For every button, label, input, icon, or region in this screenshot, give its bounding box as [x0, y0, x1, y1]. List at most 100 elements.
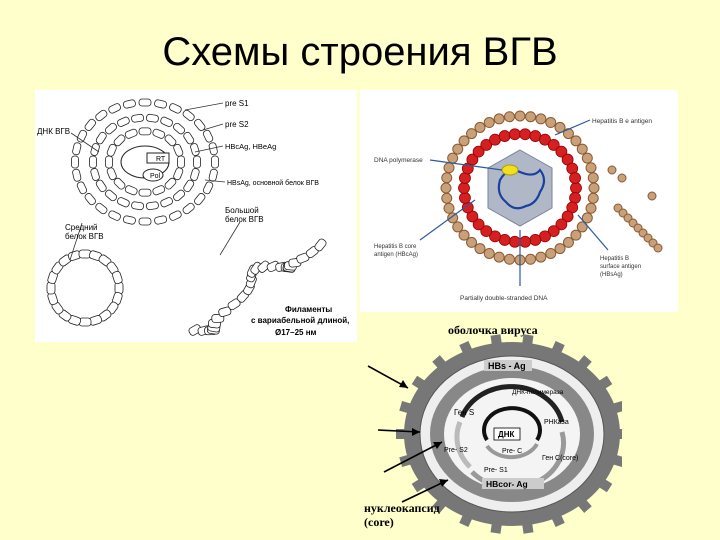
label-dna-polymerase-ru: ДНК-полимераза — [512, 389, 564, 396]
label-hbeag: Hepatitis B e antigen — [592, 118, 652, 125]
free-hbsag-particles — [607, 165, 663, 253]
label-envelope: оболочка вируса — [448, 323, 538, 337]
hbsag-bead — [441, 172, 453, 184]
protein-subunit — [84, 118, 96, 131]
dna-polymerase-dot — [501, 164, 519, 176]
surface-antigen-shell — [440, 110, 600, 266]
hbsag-bead — [493, 113, 505, 125]
label-pre-s2-ru: Pre- S2 — [444, 447, 468, 454]
protein-subunit — [89, 155, 97, 169]
protein-subunit — [182, 202, 195, 215]
hbsag-bead — [441, 192, 453, 204]
hbsag-bead — [474, 121, 486, 133]
protein-subunit — [138, 98, 152, 107]
hbsag-bead — [466, 236, 478, 248]
hbcag-bead — [569, 172, 581, 184]
hbsag-bead — [458, 229, 470, 241]
label-pre-s1: pre S1 — [225, 99, 249, 108]
protein-subunit — [194, 193, 206, 206]
envelope-spike — [459, 508, 476, 528]
envelope-spike — [399, 401, 418, 416]
ring-subunit — [112, 270, 123, 285]
label-pol: Pol — [150, 173, 161, 180]
filament-bead — [653, 243, 663, 253]
label-partial-dna: Partially double-stranded DNA — [460, 295, 548, 302]
hbsag-bead — [458, 135, 470, 147]
protein-subunit — [95, 131, 107, 145]
protein-subunit — [152, 185, 166, 196]
label-large-protein-2: белок ВГВ — [225, 215, 264, 224]
envelope-spike — [432, 494, 451, 513]
protein-subunit — [183, 131, 195, 145]
hbcag-bead — [547, 139, 560, 151]
protein-subunit — [202, 181, 214, 195]
protein-subunit — [72, 168, 82, 182]
hbcag-bead — [555, 218, 568, 231]
envelope-spike — [606, 452, 622, 467]
protein-subunit — [138, 188, 152, 197]
envelope-spike — [490, 334, 503, 352]
label-middle-protein-2: белок ВГВ — [65, 232, 104, 241]
hbcag-bead — [498, 130, 511, 142]
protein-subunit — [177, 155, 185, 169]
slide-title: Схемы строения ВГВ — [162, 30, 558, 74]
protein-subunit — [160, 197, 173, 208]
protein-subunit — [208, 168, 218, 182]
hbsag-bead — [493, 251, 505, 263]
protein-subunit — [145, 113, 159, 123]
hbcag-bead — [472, 145, 485, 158]
pol-ellipse — [142, 168, 164, 182]
label-gene-s: Ген S — [454, 408, 474, 417]
protein-subunit — [117, 116, 130, 127]
protein-subunit — [154, 99, 168, 109]
envelope-spike — [593, 475, 613, 493]
label-hbcor-ag: HBcor- Ag — [486, 479, 528, 489]
hbsag-bead — [443, 202, 455, 214]
free-bead — [617, 173, 627, 183]
label-surface-antigen-2: surface antigen — [600, 264, 641, 270]
hbcag-bead — [519, 235, 532, 248]
protein-subunit — [193, 155, 201, 169]
label-surface-antigen-1: Hepatitis B — [600, 256, 629, 262]
dna-box — [493, 427, 521, 441]
protein-subunit — [152, 128, 166, 139]
hbsag-bead — [443, 162, 455, 174]
protein-subunit — [173, 122, 186, 135]
hbsag-bead — [587, 192, 599, 204]
protein-subunit — [164, 134, 177, 147]
hbsag-bead — [535, 113, 547, 125]
label-pre-s1-ru: Pre- S1 — [484, 467, 508, 474]
hbsag-bead — [581, 212, 593, 224]
label-middle-protein-1: Средний — [65, 223, 98, 232]
label-hbsag: HBsAg, основной белок ВГВ — [227, 179, 319, 187]
label-filaments-1: Филаменты — [285, 305, 332, 314]
protein-subunit — [160, 116, 173, 127]
hbcag-bead — [480, 225, 493, 237]
hbsag-bead — [587, 172, 599, 184]
protein-subunit — [173, 167, 184, 181]
leader-lines — [69, 102, 241, 261]
hbcag-bead — [561, 210, 574, 223]
colored-virion-drawing: Hepatitis B e antigen DNA polymerase Hep… — [374, 110, 663, 302]
hbsag-bead — [514, 110, 526, 122]
envelope-spike — [593, 375, 613, 393]
envelope-spike — [521, 334, 534, 352]
protein-subunit — [76, 129, 88, 143]
spherical-particle-drawing — [46, 249, 124, 327]
protein-subunit — [190, 168, 200, 181]
hbsag-bead — [452, 143, 464, 155]
envelope-spike — [573, 494, 592, 513]
rt-box — [146, 152, 170, 164]
protein-subunit — [106, 143, 117, 157]
hbcag-bead — [480, 139, 493, 151]
filament-subunit — [257, 260, 271, 273]
label-gene-c: Ген C(core) — [542, 455, 578, 462]
hbcag-bead — [529, 234, 542, 246]
label-large-protein-1: Большой — [225, 206, 259, 215]
protein-subunit — [124, 128, 138, 139]
envelope-spike — [573, 355, 592, 374]
hbv-virion-cross-section: оболочка вируса HBs - Ag ДНК-полимераза … — [362, 322, 622, 540]
free-bead — [647, 191, 657, 201]
hbcag-bead — [547, 225, 560, 237]
hbsag-bead — [503, 111, 515, 123]
